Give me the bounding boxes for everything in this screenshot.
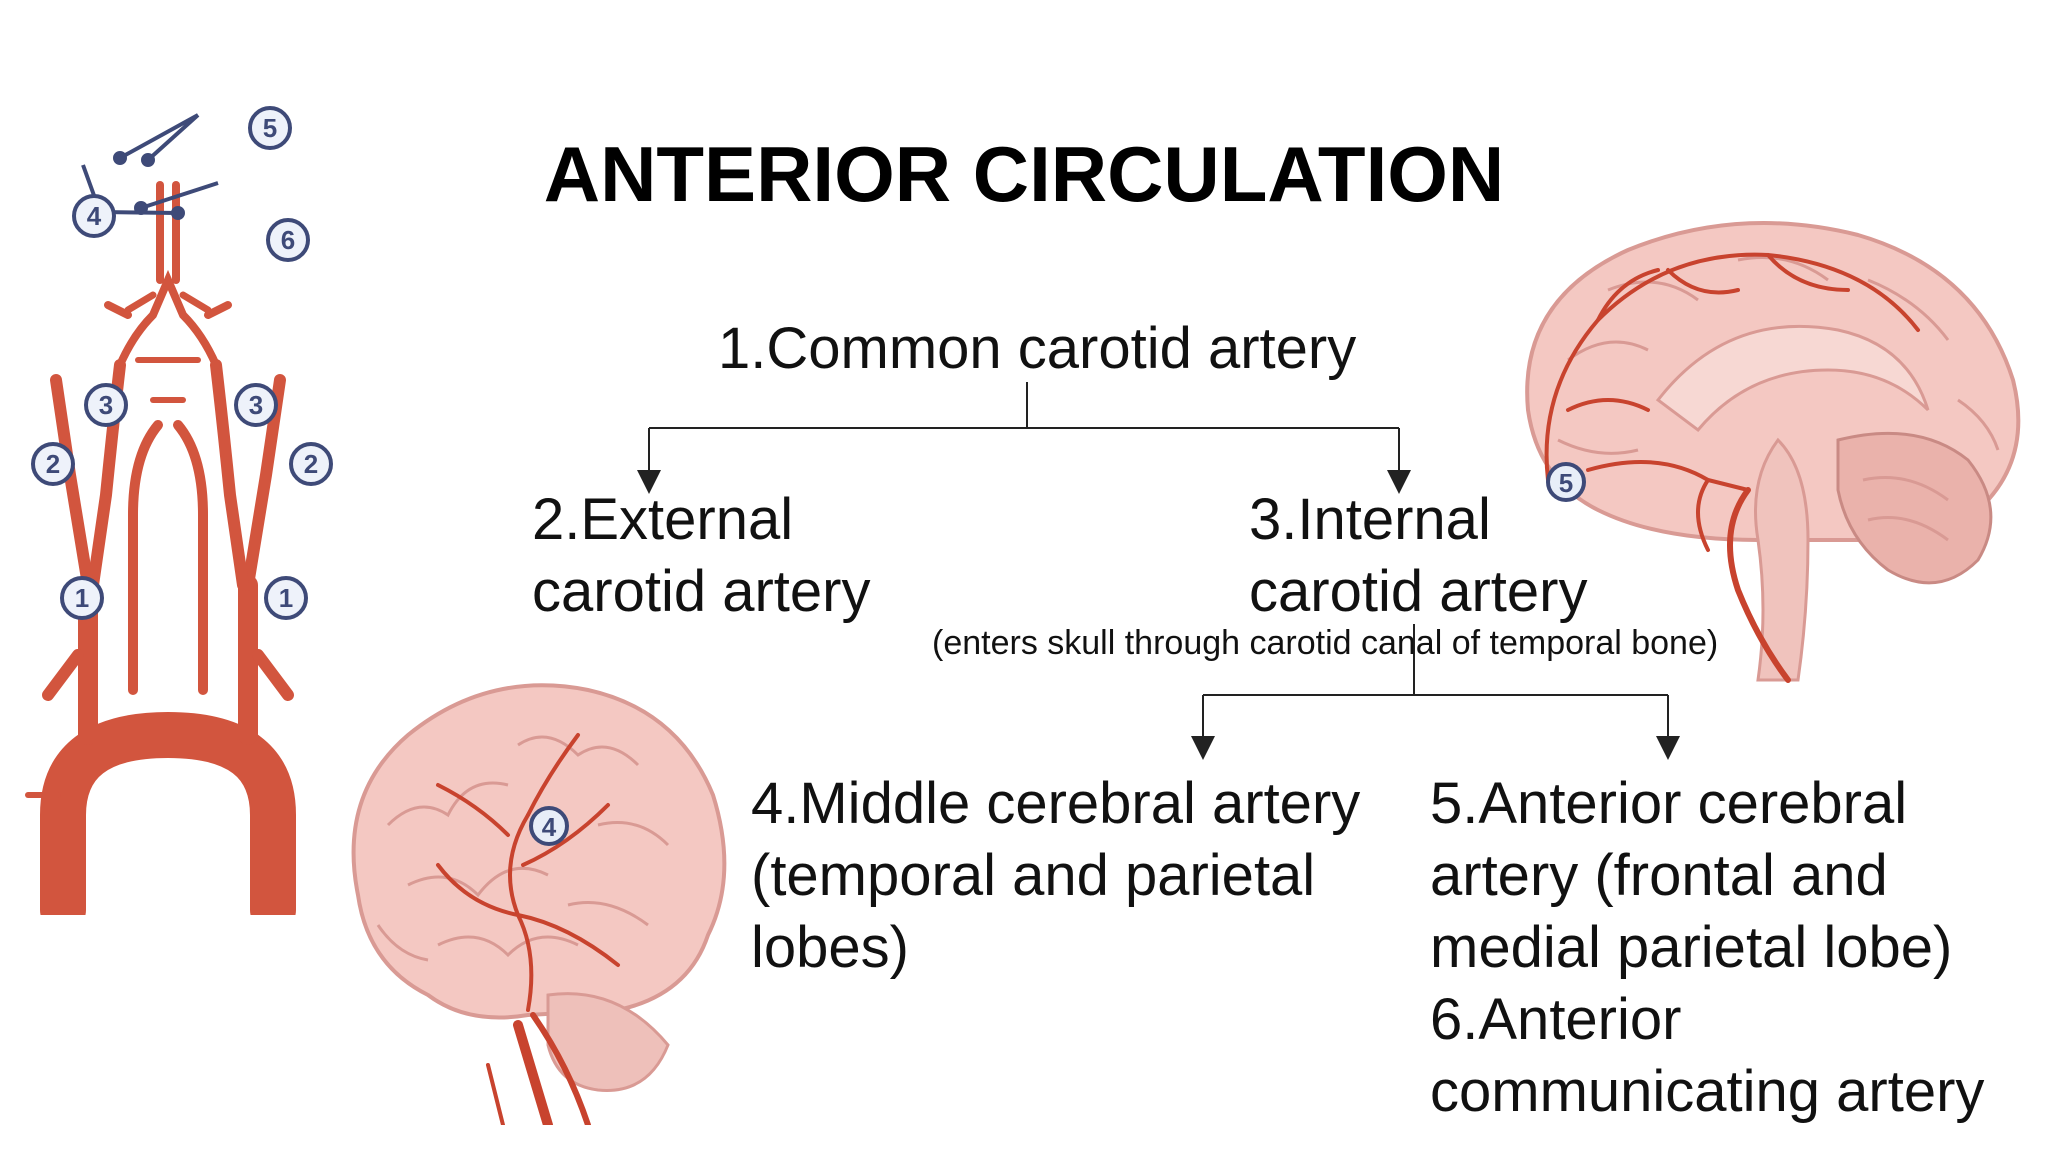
artery-tree-label-9: 1 [264,576,308,620]
node-anterior-line-3: medial parietal lobe) [1430,915,1953,980]
node-external-line-1: 2.External [532,487,794,552]
node-communicating-line-1: 6.Anterior [1430,987,1682,1052]
slide-title: ANTERIOR CIRCULATION [543,130,1505,218]
node-anterior-line-1: 5.Anterior cerebral [1430,771,1908,836]
node-common-carotid: 1.Common carotid artery [718,313,1356,385]
node-internal-line-1: 3.Internal [1249,487,1491,552]
artery-tree-label-5: 3 [234,383,278,427]
artery-tree-label-4: 3 [84,383,128,427]
lateral-brain-label: 4 [542,812,557,842]
node-middle-line-3: lobes) [751,915,909,980]
node-anterior-line-2: artery (frontal and [1430,843,1888,908]
artery-tree-label-2: 4 [72,194,116,238]
artery-tree-label-6: 2 [31,442,75,486]
lateral-brain-illustration: 4 [351,683,727,1125]
artery-tree-illustration [25,95,296,915]
node-anterior-cerebral: 5.Anterior cerebral artery (frontal and … [1430,768,1984,1128]
node-common-carotid-label: 1.Common carotid artery [718,316,1357,381]
sagittal-brain-label: 5 [1559,468,1573,498]
artery-tree-label-1: 5 [248,106,292,150]
artery-tree-label-markers [207,95,209,96]
node-internal-note: (enters skull through carotid canal of t… [932,624,1719,662]
artery-tree-label-3: 6 [266,218,310,262]
artery-tree-label-7: 2 [289,442,333,486]
node-internal-carotid: 3.Internal carotid artery [1249,484,1587,628]
node-external-line-2: carotid artery [532,559,871,624]
artery-tree-label-8: 1 [60,576,104,620]
node-external-carotid: 2.External carotid artery [532,484,870,628]
node-internal-line-2: carotid artery [1249,559,1588,624]
node-middle-cerebral: 4.Middle cerebral artery (temporal and p… [751,768,1360,984]
sagittal-brain-illustration: 5 [1525,221,2021,683]
node-communicating-line-2: communicating artery [1430,1059,1985,1124]
node-middle-line-1: 4.Middle cerebral artery [751,771,1361,836]
node-middle-line-2: (temporal and parietal [751,843,1316,908]
